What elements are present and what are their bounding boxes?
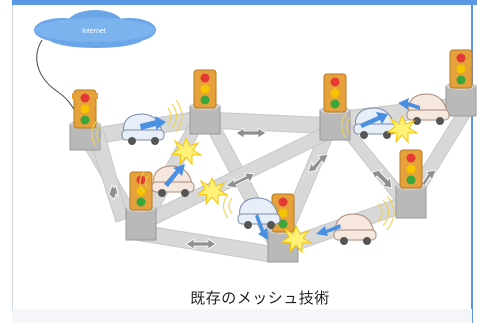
signal-wave-icon <box>96 125 101 143</box>
signal-wave-icon <box>382 199 390 227</box>
signal-wave-icon <box>167 107 172 125</box>
traffic-node <box>189 69 221 135</box>
blue-arrow-icon <box>164 164 185 187</box>
internet-cloud: Internet <box>34 10 156 48</box>
signal-waves <box>90 99 395 231</box>
spark-icon <box>170 136 203 166</box>
signal-wave-icon <box>228 197 233 215</box>
signal-wave-icon <box>175 99 183 133</box>
blue-arrow-icon <box>360 112 388 128</box>
slide-right-border <box>471 0 473 323</box>
blue-arrow-icon <box>398 98 420 110</box>
blue-arrow-icon <box>140 116 166 130</box>
traffic-node <box>69 89 101 151</box>
double-arrow-icon <box>108 184 119 202</box>
signal-wave-icon <box>340 113 347 139</box>
internet-cable <box>36 39 79 117</box>
signal-wave-icon <box>386 195 395 231</box>
blue-arrow-icon <box>255 214 268 240</box>
signal-wave-icon <box>346 117 351 135</box>
double-arrow-icon <box>371 169 393 189</box>
double-arrow-icon <box>307 153 329 173</box>
car-icon <box>121 113 165 145</box>
spark-icon <box>280 224 313 254</box>
signal-wave-icon <box>90 121 97 147</box>
signal-wave-icon <box>171 103 178 129</box>
diagram-caption: 既存のメッシュ技術 <box>190 289 330 307</box>
cloud-label: Internet <box>82 28 106 35</box>
signal-wave-icon <box>377 203 383 223</box>
spark-icon <box>386 114 419 144</box>
traffic-node <box>319 73 351 141</box>
double-arrow-icon <box>235 127 267 139</box>
signal-wave-icon <box>144 175 149 189</box>
car-icon <box>406 93 450 125</box>
traffic-node <box>445 49 477 117</box>
slide-bottom-band <box>12 309 472 323</box>
traffic-node <box>125 171 157 241</box>
double-arrow-icon <box>185 238 217 250</box>
signal-wave-icon <box>222 193 229 219</box>
signal-wave-icon <box>139 171 145 193</box>
double-arrow-icon <box>225 172 255 189</box>
spark-bursts <box>170 114 419 254</box>
traffic-node <box>395 149 427 219</box>
direction-arrows <box>140 98 420 240</box>
car-icon <box>237 197 281 229</box>
car-icon <box>151 165 195 197</box>
blue-arrow-icon <box>316 224 341 236</box>
slide-top-border <box>12 0 477 5</box>
traffic-node <box>267 193 299 263</box>
spark-icon <box>196 176 229 206</box>
car-icon <box>333 213 377 245</box>
